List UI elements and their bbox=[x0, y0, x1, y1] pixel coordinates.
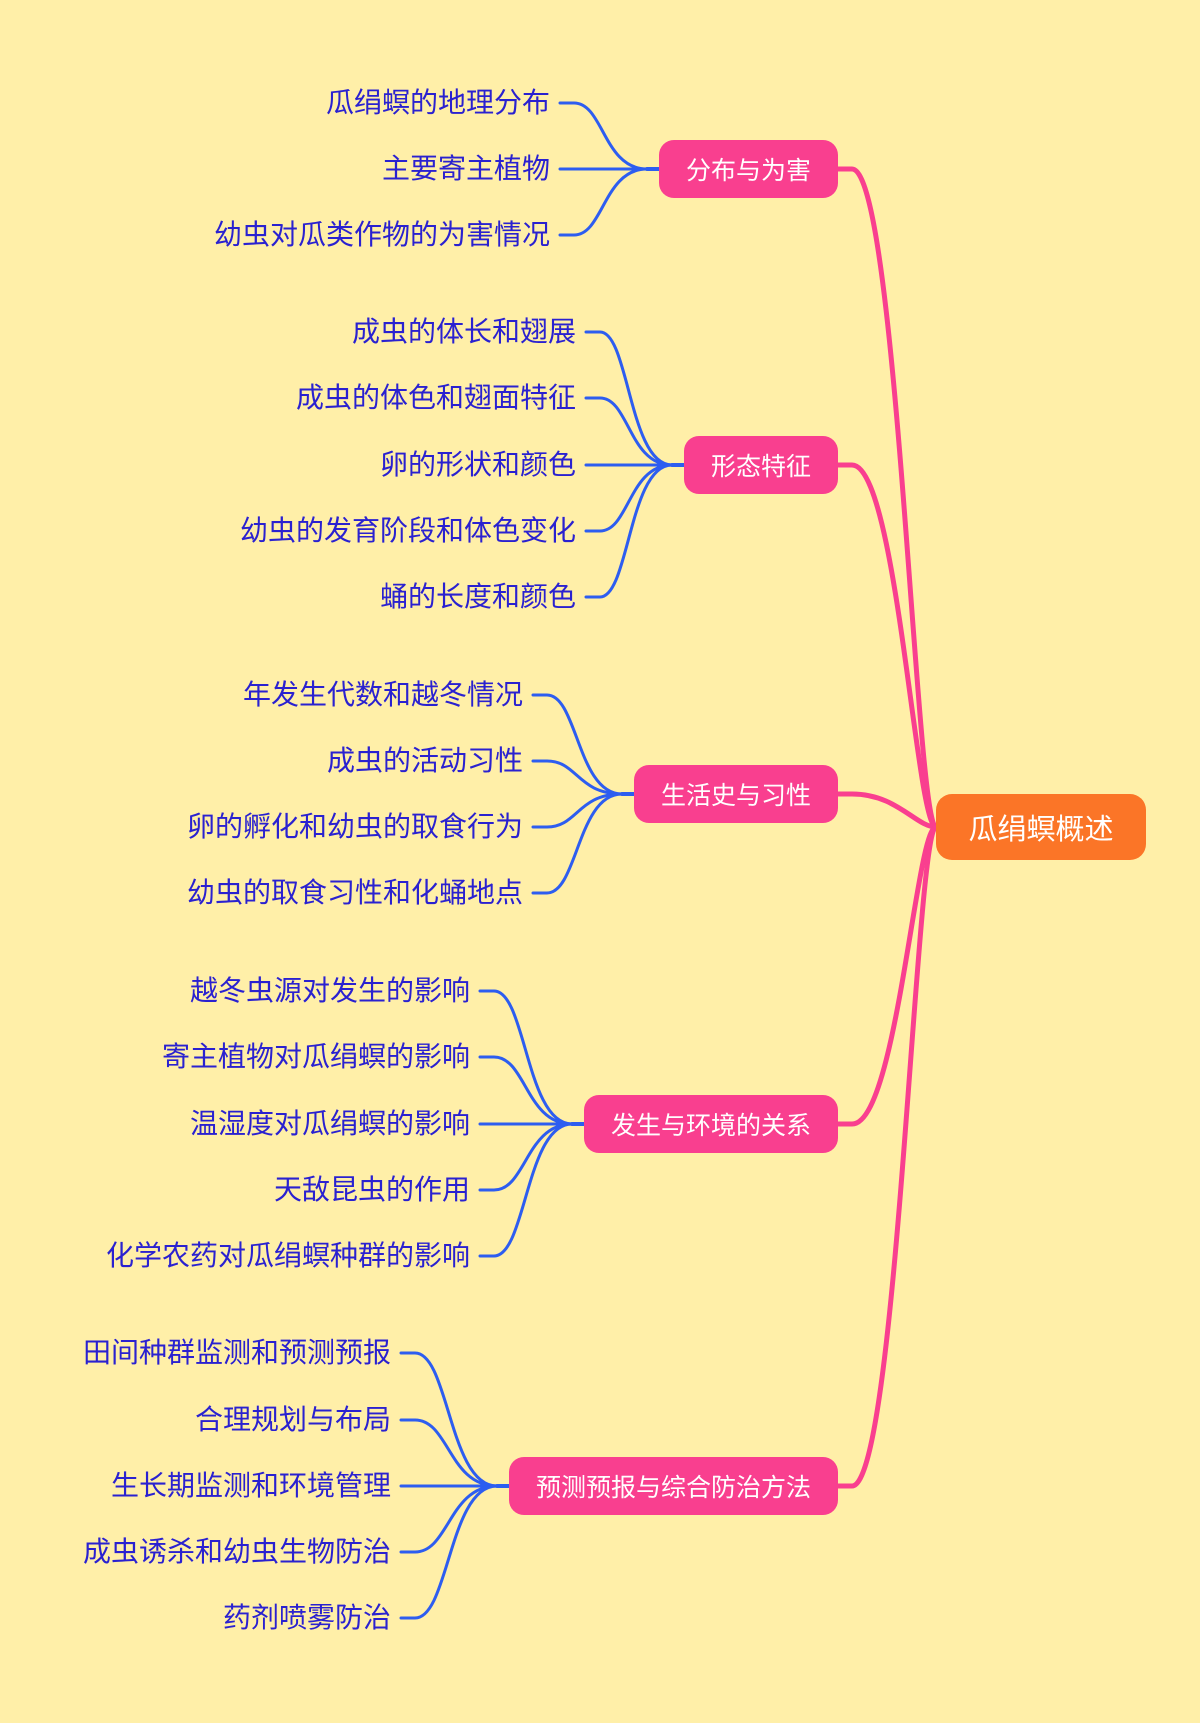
leaf-node[interactable]: 成虫的体色和翅面特征 bbox=[295, 381, 576, 414]
leaf-connector bbox=[531, 792, 624, 829]
branch-connector bbox=[835, 824, 939, 1489]
root-node[interactable]: 瓜绢螟概述 bbox=[936, 794, 1146, 860]
leaf-connector bbox=[584, 330, 674, 467]
leaf-node[interactable]: 幼虫对瓜类作物的为害情况 bbox=[213, 218, 550, 251]
leaf-node[interactable]: 年发生代数和越冬情况 bbox=[242, 678, 523, 711]
leaf-connector bbox=[399, 1484, 499, 1620]
leaf-connector bbox=[584, 463, 674, 599]
leaf-connector bbox=[584, 463, 674, 533]
leaf-node[interactable]: 卵的形状和颜色 bbox=[379, 448, 576, 481]
leaf-node[interactable]: 生长期监测和环境管理 bbox=[110, 1469, 391, 1502]
leaf-node[interactable]: 化学农药对瓜绢螟种群的影响 bbox=[105, 1239, 470, 1272]
leaf-node[interactable]: 寄主植物对瓜绢螟的影响 bbox=[161, 1040, 470, 1073]
leaf-connector bbox=[531, 693, 624, 796]
leaf-node[interactable]: 天敌昆虫的作用 bbox=[273, 1173, 470, 1206]
leaf-connector bbox=[399, 1484, 499, 1554]
branch-node-control-methods[interactable]: 预测预报与综合防治方法 bbox=[508, 1457, 838, 1515]
branch-connector bbox=[835, 462, 939, 830]
leaf-connector bbox=[531, 792, 624, 895]
leaf-node[interactable]: 瓜绢螟的地理分布 bbox=[325, 86, 550, 119]
leaf-node[interactable]: 田间种群监测和预测预报 bbox=[82, 1336, 391, 1369]
branch-node-life-history[interactable]: 生活史与习性 bbox=[633, 765, 838, 823]
leaf-node[interactable]: 成虫诱杀和幼虫生物防治 bbox=[82, 1535, 391, 1568]
leaf-node[interactable]: 幼虫的取食习性和化蛹地点 bbox=[186, 876, 523, 909]
leaf-connector bbox=[558, 101, 649, 171]
leaf-node[interactable]: 越冬虫源对发生的影响 bbox=[189, 974, 470, 1007]
leaf-node[interactable]: 成虫的活动习性 bbox=[326, 744, 523, 777]
leaf-connector bbox=[399, 1351, 499, 1488]
leaf-node[interactable]: 幼虫的发育阶段和体色变化 bbox=[239, 514, 576, 547]
branch-connector bbox=[835, 166, 939, 830]
leaf-node[interactable]: 主要寄主植物 bbox=[381, 152, 550, 185]
leaf-connector bbox=[478, 1055, 574, 1126]
branch-connector bbox=[835, 824, 939, 1127]
leaf-node[interactable]: 药剂喷雾防治 bbox=[222, 1601, 391, 1634]
branch-node-environment[interactable]: 发生与环境的关系 bbox=[583, 1095, 838, 1153]
branch-connector bbox=[835, 791, 939, 830]
leaf-connector bbox=[478, 1122, 574, 1192]
leaf-connector bbox=[478, 989, 574, 1126]
branch-node-distribution[interactable]: 分布与为害 bbox=[658, 140, 838, 198]
leaf-connector bbox=[478, 1122, 574, 1258]
leaf-connector bbox=[584, 396, 674, 467]
leaf-connector bbox=[399, 1418, 499, 1488]
leaf-connector bbox=[558, 167, 649, 237]
leaf-node[interactable]: 卵的孵化和幼虫的取食行为 bbox=[186, 810, 523, 843]
branch-node-morphology[interactable]: 形态特征 bbox=[683, 436, 838, 494]
leaf-node[interactable]: 成虫的体长和翅展 bbox=[351, 315, 576, 348]
leaf-node[interactable]: 合理规划与布局 bbox=[194, 1403, 391, 1436]
leaf-node[interactable]: 蛹的长度和颜色 bbox=[379, 580, 576, 613]
leaf-node[interactable]: 温湿度对瓜绢螟的影响 bbox=[189, 1107, 470, 1140]
leaf-connector bbox=[531, 759, 624, 796]
